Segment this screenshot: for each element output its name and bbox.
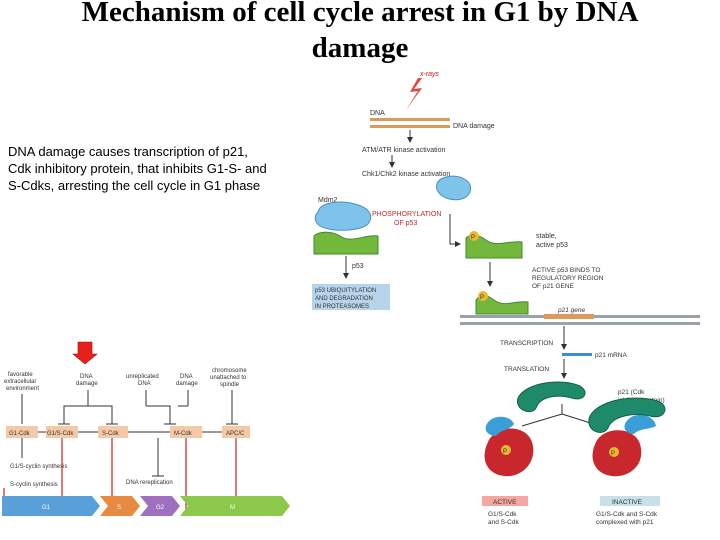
- chromosome-line-1: chromosome: [212, 368, 247, 374]
- phase-s-label: S: [117, 505, 121, 511]
- chromosome-line-2: unattached to: [210, 375, 247, 381]
- favorable-line-3: environment: [6, 386, 39, 392]
- g1s-cdk-box: [46, 426, 78, 438]
- phase-g1-arrow: [2, 496, 100, 516]
- synthesis-1-label: G1/S-cyclin synthesis: [10, 464, 67, 470]
- g1-cdk-box: [6, 426, 38, 438]
- binds-label-2: REGULATORY REGION: [532, 275, 604, 282]
- stable-label-1: stable,: [536, 233, 557, 240]
- atm-label: ATM/ATR kinase activation: [362, 147, 445, 154]
- active-caption-2: and S-Cdk: [488, 519, 519, 526]
- p21-inhibitor-shape: [516, 381, 586, 413]
- title-line-1: Mechanism of cell cycle arrest in G1 by …: [81, 0, 639, 28]
- phosphorylation-label-1: PHOSPHORYLATION: [372, 211, 441, 218]
- p21-protein-label-1: p21 (Cdk: [618, 389, 645, 396]
- s-cdk-label: S-Cdk: [102, 431, 120, 437]
- inactive-label: INACTIVE: [612, 499, 643, 506]
- chk-label: Chk1/Chk2 kinase activation: [362, 171, 450, 178]
- red-pointer-arrow: [72, 341, 98, 365]
- active-caption-1: G1/S-Cdk: [488, 511, 517, 518]
- synthesis-2-label: S-cyclin synthesis: [10, 482, 58, 488]
- phase-m-arrow: [180, 496, 290, 516]
- description-line-2: Cdk inhibitory protein, that inhibits G1…: [8, 161, 267, 176]
- p21-gene-label: p21 gene: [557, 307, 585, 314]
- dna-label: DNA: [370, 110, 385, 117]
- ubiquitylation-box: [312, 284, 390, 310]
- phosphorylation-label-2: OF p53: [394, 220, 417, 227]
- inactive-caption-2: complexed with p21: [596, 519, 654, 526]
- phase-g2-arrow: [140, 496, 180, 516]
- dna-damage-label: DNA damage: [453, 123, 495, 130]
- chk-kinase-shape: [435, 175, 472, 201]
- phosphate-circle-4: [609, 447, 619, 457]
- inactive-badge: [600, 496, 660, 506]
- mdm2-label: Mdm2: [318, 197, 338, 204]
- phase-s-arrow: [100, 496, 140, 516]
- phosphate-label-4: P: [611, 451, 615, 457]
- arrow-phosphorylation: [449, 214, 461, 247]
- title-line-2: damage: [311, 32, 409, 64]
- phosphate-circle-1: [469, 231, 479, 241]
- phosphate-label-1: P: [471, 235, 475, 241]
- p21-mrna-bar: [562, 353, 592, 356]
- ubiquitylation-line-3: IN PROTEASOMES: [315, 304, 369, 310]
- p21-mrna-label: p21 mRNA: [595, 352, 627, 359]
- g1s-cdk-label: G1/S-Cdk: [47, 431, 74, 437]
- description-line-3: S-Cdks, arresting the cell cycle in G1 p…: [8, 178, 261, 193]
- chromosome-line-3: spindle: [220, 382, 240, 388]
- active-cdk-blue: [485, 416, 514, 436]
- stable-label-2: active p53: [536, 242, 568, 249]
- inactive-caption-1: G1/S-Cdk and S-Cdk: [596, 511, 658, 518]
- favorable-line-1: favorable: [8, 372, 33, 378]
- apcc-box: [222, 426, 250, 438]
- g1-cdk-label: G1-Cdk: [9, 431, 31, 437]
- favorable-line-2: extracellular: [4, 379, 36, 385]
- active-label: ACTIVE: [493, 499, 517, 506]
- dna-strand-top: [370, 118, 450, 121]
- description-text: DNA damage causes transcription of p21, …: [8, 143, 328, 194]
- page-title: Mechanism of cell cycle arrest in G1 by …: [0, 0, 720, 66]
- apcc-label: APC/C: [226, 431, 245, 437]
- gene-strand-bottom: [460, 322, 700, 325]
- mdm2-shape: [314, 201, 372, 231]
- dna-damage1-line-1: DNA: [80, 374, 93, 380]
- lightning-icon: [406, 78, 422, 110]
- ubiquitylation-line-1: p53 UBIQUITYLATION: [315, 288, 376, 294]
- translation-label: TRANSLATION: [504, 366, 549, 373]
- binds-label-3: OF p21 GENE: [532, 283, 575, 290]
- cell-cycle-control-diagram: favorable extracellular environment DNA …: [2, 341, 290, 516]
- inactive-p21-bound: [588, 397, 666, 433]
- gene-region: [544, 314, 594, 319]
- phosphate-label-3: P: [503, 449, 507, 455]
- m-cdk-box: [170, 426, 202, 438]
- rereplication-label: DNA rereplication: [126, 480, 173, 486]
- dna-damage1-line-2: damage: [76, 381, 98, 387]
- ubiquitylation-line-2: AND DEGRADATION: [315, 296, 373, 302]
- p53-pathway-diagram: x-rays DNA DNA damage ATM/ATR kinase act…: [312, 71, 700, 526]
- dna-damage2-line-1: DNA: [180, 374, 193, 380]
- binds-label-1: ACTIVE p53 BINDS TO: [532, 267, 600, 274]
- transcription-label: TRANSCRIPTION: [500, 340, 553, 347]
- description-line-1: DNA damage causes transcription of p21,: [8, 144, 248, 159]
- dna-damage2-line-2: damage: [176, 381, 198, 387]
- unreplicated-line-2: DNA: [138, 381, 151, 387]
- p53-label: p53: [352, 263, 364, 270]
- dna-strand-bottom: [370, 125, 450, 128]
- active-badge: [482, 496, 528, 506]
- phase-m-label: M: [230, 505, 235, 511]
- xrays-label: x-rays: [419, 71, 440, 78]
- phosphate-circle-2: [478, 291, 488, 301]
- inactive-cdk-blue: [624, 414, 656, 434]
- phase-g2-label: G2: [156, 505, 165, 511]
- phosphate-label-2: P: [480, 295, 484, 301]
- s-cdk-box: [98, 426, 128, 438]
- phosphate-circle-3: [501, 445, 511, 455]
- unreplicated-line-1: unreplicated: [126, 374, 159, 380]
- phase-g1-label: G1: [42, 505, 51, 511]
- p53-mdm2-complex: [313, 231, 379, 255]
- m-cdk-label: M-Cdk: [174, 431, 193, 437]
